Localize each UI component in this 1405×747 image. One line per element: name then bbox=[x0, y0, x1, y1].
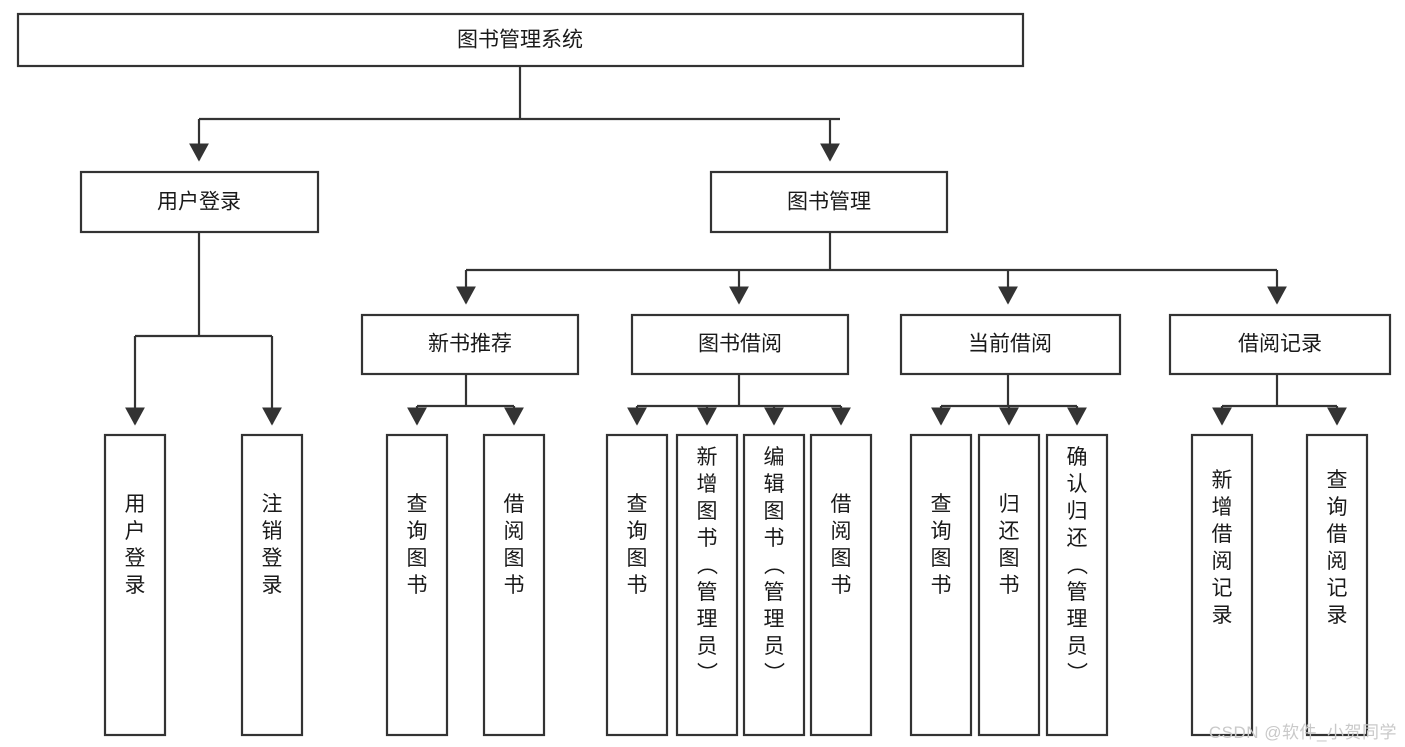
node-leaf-query-book-1-label: 查询图书 bbox=[407, 493, 428, 597]
node-book-management-box[interactable] bbox=[709, 170, 949, 234]
node-new-book-recommend-box[interactable] bbox=[360, 313, 580, 376]
node-leaf-logout-box[interactable] bbox=[240, 433, 304, 737]
node-leaf-query-record-box[interactable] bbox=[1305, 433, 1369, 737]
node-current-borrow-box[interactable] bbox=[899, 313, 1122, 376]
node-leaf-logout[interactable]: 注销登录 bbox=[240, 433, 304, 737]
node-root-label: 图书管理系统 bbox=[457, 29, 583, 52]
node-leaf-query-record-label: 查询借阅记录 bbox=[1327, 469, 1348, 627]
node-book-management[interactable]: 图书管理 bbox=[709, 170, 949, 234]
node-book-borrow[interactable]: 图书借阅 bbox=[630, 313, 850, 376]
node-book-borrow-label: 图书借阅 bbox=[698, 333, 782, 356]
node-leaf-borrow-book-2-box[interactable] bbox=[809, 433, 873, 737]
node-book-borrow-box[interactable] bbox=[630, 313, 850, 376]
node-leaf-add-record[interactable]: 新增借阅记录 bbox=[1190, 433, 1254, 737]
node-leaf-borrow-book-1[interactable]: 借阅图书 bbox=[482, 433, 546, 737]
node-leaf-user-login[interactable]: 用户登录 bbox=[103, 433, 167, 737]
node-user-login-box[interactable] bbox=[79, 170, 320, 234]
node-leaf-query-book-2-label: 查询图书 bbox=[627, 493, 648, 597]
node-leaf-edit-book-label: 编辑图书（管理员） bbox=[764, 446, 786, 685]
node-leaf-add-book-box[interactable] bbox=[675, 433, 739, 737]
node-leaf-query-book-2[interactable]: 查询图书 bbox=[605, 433, 669, 737]
node-leaf-borrow-book-1-box[interactable] bbox=[482, 433, 546, 737]
node-leaf-add-record-box[interactable] bbox=[1190, 433, 1254, 737]
node-current-borrow[interactable]: 当前借阅 bbox=[899, 313, 1122, 376]
node-borrow-record-label: 借阅记录 bbox=[1238, 333, 1322, 356]
node-leaf-borrow-book-1-label: 借阅图书 bbox=[504, 493, 525, 597]
node-leaf-logout-label: 注销登录 bbox=[262, 493, 283, 597]
node-leaf-edit-book-box[interactable] bbox=[742, 433, 806, 737]
node-leaf-query-record[interactable]: 查询借阅记录 bbox=[1305, 433, 1369, 737]
node-root[interactable]: 图书管理系统 bbox=[16, 12, 1025, 68]
node-leaf-edit-book[interactable]: 编辑图书（管理员） bbox=[742, 433, 806, 737]
node-borrow-record[interactable]: 借阅记录 bbox=[1168, 313, 1392, 376]
node-leaf-confirm-return-label: 确认归还（管理员） bbox=[1067, 446, 1089, 685]
node-leaf-query-book-3-box[interactable] bbox=[909, 433, 973, 737]
edges-group bbox=[125, 66, 1347, 426]
node-leaf-add-record-label: 新增借阅记录 bbox=[1212, 469, 1233, 627]
node-leaf-query-book-3-label: 查询图书 bbox=[931, 493, 952, 597]
node-leaf-query-book-1-box[interactable] bbox=[385, 433, 449, 737]
node-book-management-label: 图书管理 bbox=[787, 191, 871, 214]
node-leaf-confirm-return-box[interactable] bbox=[1045, 433, 1109, 737]
node-new-book-recommend[interactable]: 新书推荐 bbox=[360, 313, 580, 376]
node-leaf-confirm-return[interactable]: 确认归还（管理员） bbox=[1045, 433, 1109, 737]
node-root-box[interactable] bbox=[16, 12, 1025, 68]
node-leaf-query-book-2-box[interactable] bbox=[605, 433, 669, 737]
node-leaf-borrow-book-2[interactable]: 借阅图书 bbox=[809, 433, 873, 737]
node-leaf-add-book-label: 新增图书（管理员） bbox=[697, 446, 719, 685]
node-user-login[interactable]: 用户登录 bbox=[79, 170, 320, 234]
node-leaf-user-login-label: 用户登录 bbox=[125, 493, 146, 597]
node-leaf-return-book-label: 归还图书 bbox=[999, 493, 1020, 597]
node-leaf-user-login-box[interactable] bbox=[103, 433, 167, 737]
node-leaf-return-book-box[interactable] bbox=[977, 433, 1041, 737]
node-leaf-query-book-3[interactable]: 查询图书 bbox=[909, 433, 973, 737]
node-leaf-add-book[interactable]: 新增图书（管理员） bbox=[675, 433, 739, 737]
node-leaf-query-book-1[interactable]: 查询图书 bbox=[385, 433, 449, 737]
node-user-login-label: 用户登录 bbox=[157, 191, 241, 214]
node-borrow-record-box[interactable] bbox=[1168, 313, 1392, 376]
node-new-book-recommend-label: 新书推荐 bbox=[428, 333, 512, 356]
node-current-borrow-label: 当前借阅 bbox=[968, 333, 1052, 356]
node-leaf-borrow-book-2-label: 借阅图书 bbox=[831, 493, 852, 597]
node-leaf-return-book[interactable]: 归还图书 bbox=[977, 433, 1041, 737]
